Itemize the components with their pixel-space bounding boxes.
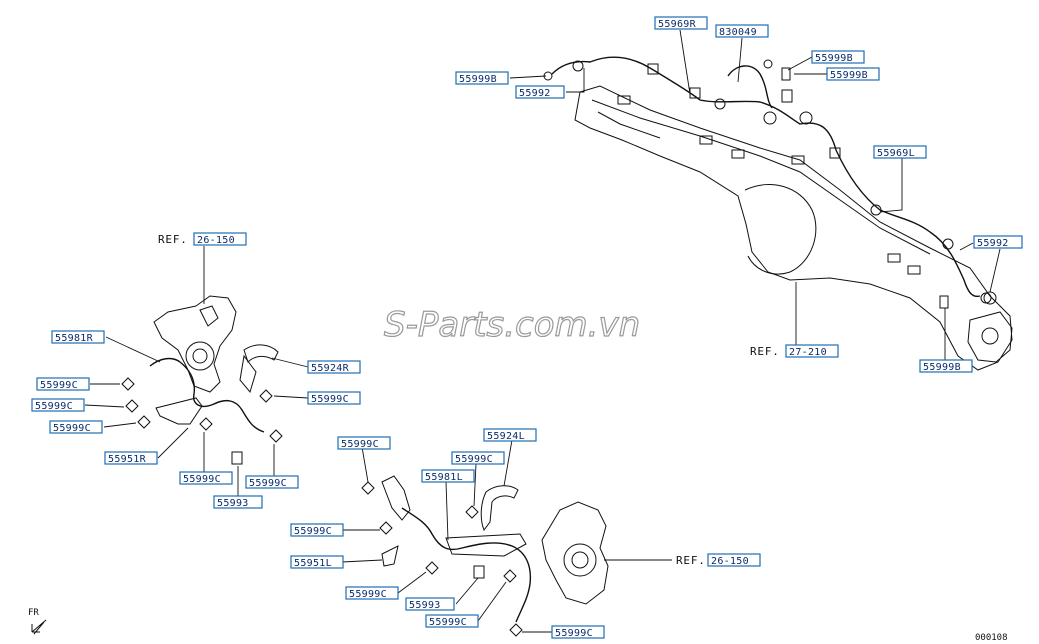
part-number: 55969L	[877, 148, 915, 159]
part-number: 55999B	[830, 70, 868, 81]
part-label-55999c-right-2[interactable]: 55999C	[345, 586, 399, 600]
part-label-55999c-right-mid[interactable]: 55999C	[451, 451, 505, 465]
part-label-55993-left[interactable]: 55993	[213, 495, 263, 509]
part-number: 55999B	[815, 53, 853, 64]
part-label-55999b-right-1[interactable]: 55999B	[811, 50, 865, 64]
ref-code: 26-150	[197, 235, 235, 246]
part-label-55999b-right-2[interactable]: 55999B	[826, 67, 880, 81]
part-label-55999c-right-4[interactable]: 55999C	[551, 625, 605, 639]
diagram-id: 000108	[975, 633, 1008, 643]
part-number: 55992	[519, 88, 551, 99]
part-number: 55981L	[425, 472, 463, 483]
ref-code: 27-210	[789, 347, 827, 358]
part-number: 55999B	[923, 362, 961, 373]
part-label-55999c-right-3[interactable]: 55999C	[425, 614, 479, 628]
part-label-55999c-right-top[interactable]: 55999C	[337, 436, 391, 450]
part-number: 55999B	[459, 74, 497, 85]
part-number: 55951L	[294, 558, 332, 569]
part-label-55999b-left[interactable]: 55999B	[455, 71, 509, 85]
part-label-55969r[interactable]: 55969R	[654, 16, 708, 30]
front-arrow-icon	[31, 619, 47, 635]
part-label-55924r[interactable]: 55924R	[307, 360, 361, 374]
part-number: 55999C	[35, 401, 73, 412]
part-label-830049[interactable]: 830049	[715, 24, 769, 38]
part-label-55992-upper[interactable]: 55992	[515, 85, 565, 99]
ref-label-axle[interactable]: REF. 27-210	[750, 344, 839, 358]
part-label-55969l[interactable]: 55969L	[873, 145, 927, 159]
part-label-55993-right[interactable]: 55993	[405, 597, 455, 611]
part-label-55992-right[interactable]: 55992	[973, 235, 1023, 249]
ref-prefix: REF.	[676, 554, 706, 567]
part-label-55999c-left-bottom-1[interactable]: 55999C	[179, 471, 233, 485]
part-label-55999c-left-bottom-2[interactable]: 55999C	[245, 475, 299, 489]
part-label-55981l[interactable]: 55981L	[421, 469, 475, 483]
part-number: 830049	[719, 27, 757, 38]
part-label-55999b-bottom[interactable]: 55999B	[919, 359, 973, 373]
part-label-55999c-left-2[interactable]: 55999C	[31, 398, 85, 412]
ref-code: 26-150	[711, 556, 749, 567]
ref-prefix: REF.	[158, 233, 188, 246]
right-knuckle-assembly	[361, 475, 609, 637]
ref-prefix: REF.	[750, 345, 780, 358]
part-number: 55924R	[311, 363, 350, 374]
part-label-55951r[interactable]: 55951R	[104, 451, 158, 465]
ref-label-right-knuckle[interactable]: REF. 26-150	[676, 553, 761, 567]
part-number: 55969R	[658, 19, 697, 30]
part-number: 55999C	[311, 394, 349, 405]
part-number: 55999C	[341, 439, 379, 450]
part-number: 55999C	[455, 454, 493, 465]
left-knuckle-assembly	[121, 295, 283, 465]
ref-label-left-knuckle[interactable]: REF. 26-150	[158, 232, 247, 246]
part-number: 55999C	[429, 617, 467, 628]
watermark-text: S-Parts.com.vn	[384, 305, 640, 345]
part-number: 55999C	[294, 526, 332, 537]
part-number: 55999C	[249, 478, 287, 489]
part-number: 55999C	[183, 474, 221, 485]
rear-wheel-speed-harness	[543, 56, 997, 309]
part-number: 55993	[217, 498, 249, 509]
part-number: 55992	[977, 238, 1009, 249]
part-label-55951l[interactable]: 55951L	[290, 555, 344, 569]
leader-lines	[84, 29, 1001, 633]
front-label: FR	[28, 608, 39, 618]
part-number: 55999C	[349, 589, 387, 600]
part-number: 55999C	[40, 380, 78, 391]
part-label-55999c-left-1[interactable]: 55999C	[36, 377, 90, 391]
rear-axle-beam	[574, 85, 1013, 371]
part-label-55924l[interactable]: 55924L	[483, 428, 537, 442]
part-number: 55999C	[53, 423, 91, 434]
part-number: 55981R	[55, 333, 94, 344]
part-label-55999c-left-3[interactable]: 55999C	[49, 420, 103, 434]
part-number: 55924L	[487, 431, 525, 442]
part-number: 55951R	[108, 454, 147, 465]
part-label-55999c-left-right[interactable]: 55999C	[307, 391, 361, 405]
part-label-55981r[interactable]: 55981R	[51, 330, 105, 344]
front-direction-indicator: FR	[28, 608, 47, 635]
part-number: 55999C	[555, 628, 593, 639]
part-number: 55993	[409, 600, 441, 611]
part-label-55999c-right-1[interactable]: 55999C	[290, 523, 344, 537]
